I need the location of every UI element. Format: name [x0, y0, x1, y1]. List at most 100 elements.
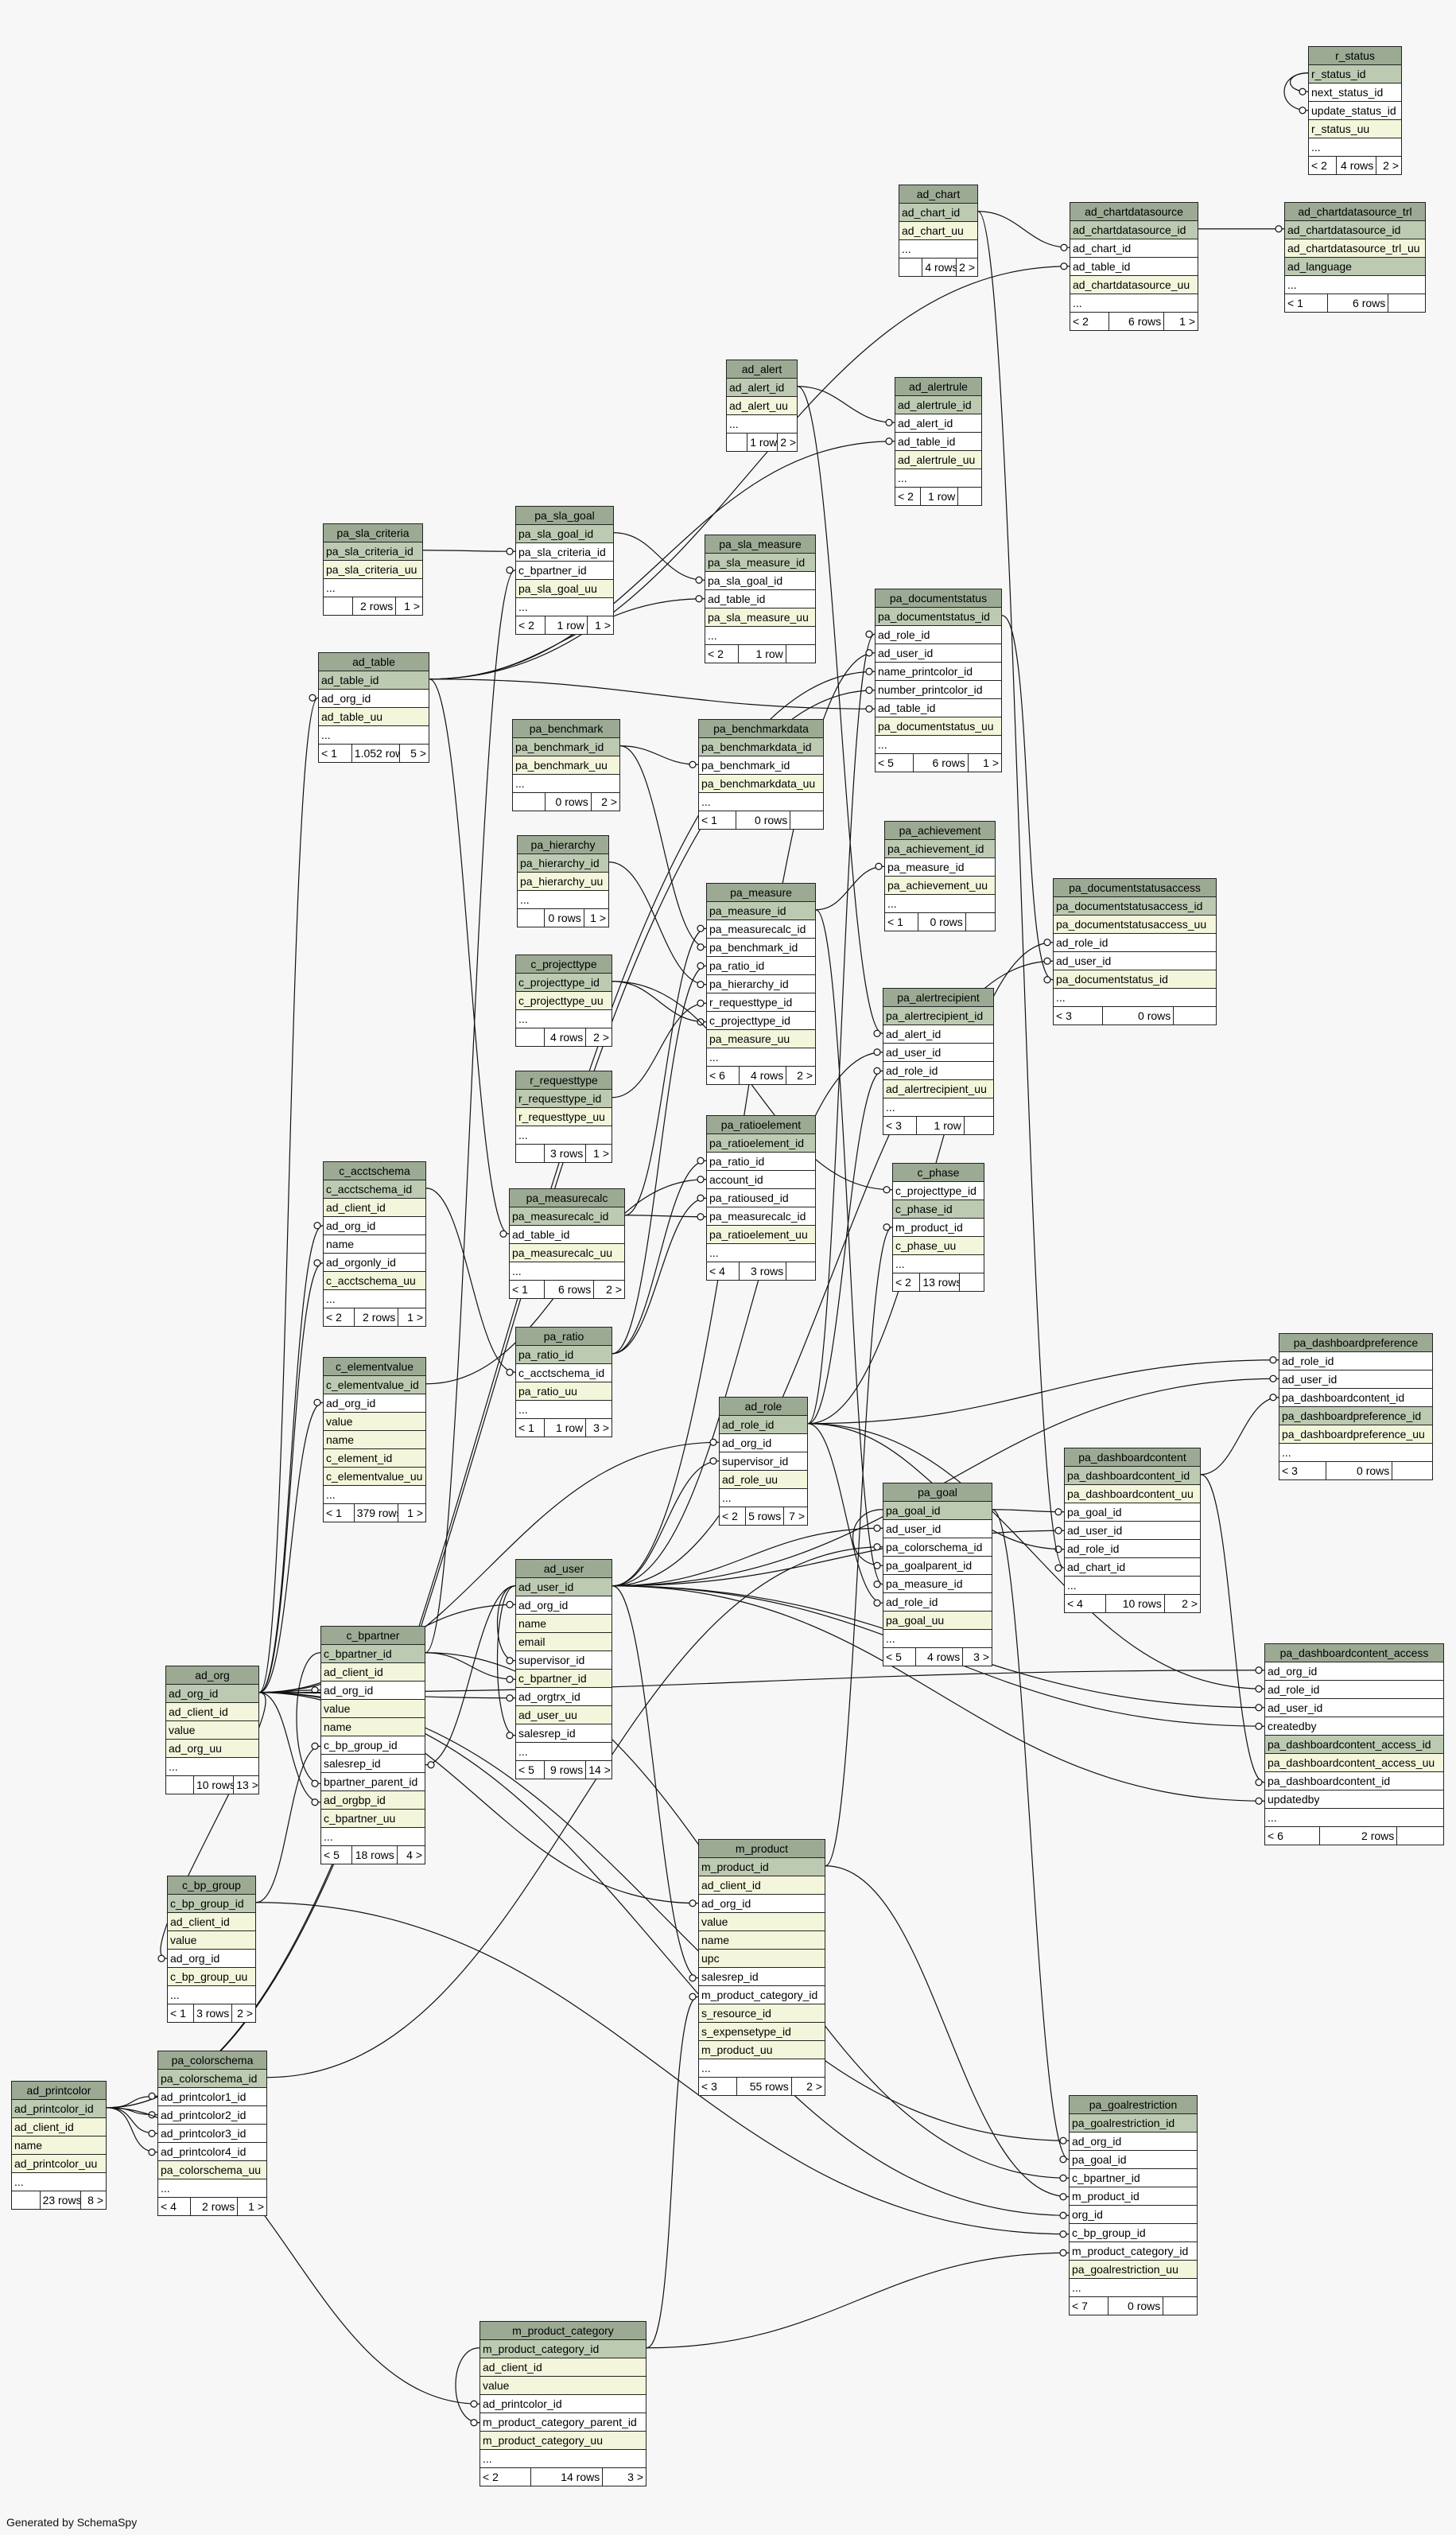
column-ad-alertrecipient-uu[interactable]: ad_alertrecipient_uu [883, 1080, 993, 1098]
parents[interactable]: < 5 [876, 754, 914, 772]
children[interactable]: 13 > [236, 1779, 258, 1791]
column-pa-ratio-id[interactable]: pa_ratio_id [516, 1346, 612, 1364]
column-ad-chartdatasource-id[interactable]: ad_chartdatasource_id [1070, 221, 1198, 239]
column-salesrep-id[interactable]: salesrep_id [516, 1724, 612, 1743]
children[interactable]: 14 > [588, 1763, 611, 1776]
column-m-product-category-parent-id[interactable]: m_product_category_parent_id [480, 2413, 646, 2432]
column-pa-documentstatus-id[interactable]: pa_documentstatus_id [876, 608, 1001, 626]
children[interactable]: 2 > [806, 2080, 822, 2093]
more-columns[interactable]: ... [705, 627, 815, 645]
column-ad-role-id[interactable]: ad_role_id [1265, 1681, 1443, 1699]
column-c-acctschema-uu[interactable]: c_acctschema_uu [324, 1272, 425, 1290]
column-pa-dashboardpreference-uu[interactable]: pa_dashboardpreference_uu [1279, 1425, 1432, 1444]
column-ad-table-id[interactable]: ad_table_id [319, 671, 429, 690]
parents[interactable]: < 3 [699, 2078, 738, 2095]
column-org-id[interactable]: org_id [1070, 2206, 1197, 2224]
column-m-product-category-id[interactable]: m_product_category_id [480, 2340, 646, 2358]
column-c-bpartner-uu[interactable]: c_bpartner_uu [321, 1810, 425, 1828]
parents[interactable]: < 5 [883, 1648, 917, 1666]
children[interactable] [965, 1117, 993, 1134]
more-columns[interactable]: ... [707, 1244, 815, 1262]
column-ad-org-id[interactable]: ad_org_id [168, 1950, 255, 1968]
column-c-element-id[interactable]: c_element_id [324, 1449, 425, 1468]
column-ad-alert-id[interactable]: ad_alert_id [727, 379, 797, 397]
column-ad-chartdatasource-uu[interactable]: ad_chartdatasource_uu [1070, 276, 1198, 294]
column-ad-user-id[interactable]: ad_user_id [1279, 1371, 1432, 1389]
parents[interactable]: < 2 [1070, 313, 1109, 330]
more-columns[interactable]: ... [1054, 989, 1216, 1007]
parents[interactable]: < 1 [168, 2004, 195, 2022]
column-ad-chart-id[interactable]: ad_chart_id [1070, 239, 1198, 258]
children[interactable]: 1 > [593, 1147, 609, 1160]
parents[interactable]: < 5 [321, 1846, 353, 1864]
column-s-expensetype-id[interactable]: s_expensetype_id [699, 2023, 825, 2041]
children[interactable]: 2 > [593, 1031, 609, 1044]
column-salesrep-id[interactable]: salesrep_id [699, 1968, 825, 1986]
parents[interactable]: < 2 [720, 1507, 747, 1525]
column-r-requesttype-id[interactable]: r_requesttype_id [707, 993, 815, 1012]
column-r-status-uu[interactable]: r_status_uu [1309, 120, 1401, 138]
column-ad-org-id[interactable]: ad_org_id [699, 1895, 825, 1913]
more-columns[interactable]: ... [158, 2179, 266, 2198]
parents[interactable]: < 1 [885, 913, 918, 931]
parents[interactable] [516, 1145, 546, 1162]
children[interactable]: 3 > [627, 2471, 643, 2483]
more-columns[interactable]: ... [324, 579, 422, 597]
column-pa-colorschema-id[interactable]: pa_colorschema_id [158, 2070, 266, 2088]
column-pa-ratioelement-uu[interactable]: pa_ratioelement_uu [707, 1226, 815, 1244]
parents[interactable]: < 1 [324, 1504, 355, 1522]
more-columns[interactable]: ... [885, 895, 995, 913]
column-pa-dashboardcontent-id[interactable]: pa_dashboardcontent_id [1065, 1467, 1200, 1485]
column-value[interactable]: value [168, 1931, 255, 1950]
column-c-bpartner-id[interactable]: c_bpartner_id [516, 562, 613, 580]
more-columns[interactable]: ... [516, 598, 613, 616]
children[interactable]: 1 > [1179, 315, 1195, 328]
column-ad-org-id[interactable]: ad_org_id [324, 1394, 425, 1413]
more-columns[interactable]: ... [1070, 2279, 1197, 2297]
children[interactable]: 5 > [410, 747, 426, 760]
column-ad-printcolor-id[interactable]: ad_printcolor_id [480, 2395, 646, 2413]
column-ad-alert-uu[interactable]: ad_alert_uu [727, 397, 797, 415]
column-pa-benchmark-uu[interactable]: pa_benchmark_uu [513, 756, 619, 775]
column-bpartner-parent-id[interactable]: bpartner_parent_id [321, 1773, 425, 1791]
children[interactable]: 1 > [590, 912, 606, 924]
column-ad-role-id[interactable]: ad_role_id [1279, 1352, 1432, 1371]
column-updatedby[interactable]: updatedby [1265, 1790, 1443, 1809]
more-columns[interactable]: ... [324, 1290, 425, 1308]
parents[interactable]: < 2 [480, 2468, 531, 2486]
children[interactable]: 3 > [593, 1421, 609, 1434]
parents[interactable]: < 2 [893, 1273, 921, 1291]
column-pa-goal-uu[interactable]: pa_goal_uu [883, 1612, 992, 1630]
column-pa-colorschema-uu[interactable]: pa_colorschema_uu [158, 2161, 266, 2179]
children[interactable] [1388, 294, 1425, 312]
children[interactable]: 4 > [406, 1849, 422, 1861]
column-ad-role-id[interactable]: ad_role_id [883, 1593, 992, 1612]
column-pa-dashboardcontent-uu[interactable]: pa_dashboardcontent_uu [1065, 1485, 1200, 1503]
column-number-printcolor-id[interactable]: number_printcolor_id [876, 681, 1001, 699]
column-value[interactable]: value [699, 1913, 825, 1931]
column-c-phase-id[interactable]: c_phase_id [893, 1200, 984, 1219]
column-pa-ratioelement-id[interactable]: pa_ratioelement_id [707, 1134, 815, 1153]
column-name[interactable]: name [699, 1931, 825, 1950]
column-m-product-category-id[interactable]: m_product_category_id [1070, 2242, 1197, 2261]
column-ad-chartdatasource-trl-uu[interactable]: ad_chartdatasource_trl_uu [1285, 239, 1425, 258]
column-ad-alert-id[interactable]: ad_alert_id [883, 1025, 993, 1044]
parents[interactable]: < 3 [1054, 1007, 1104, 1024]
children[interactable]: 1 > [983, 756, 999, 769]
more-columns[interactable]: ... [324, 1486, 425, 1504]
